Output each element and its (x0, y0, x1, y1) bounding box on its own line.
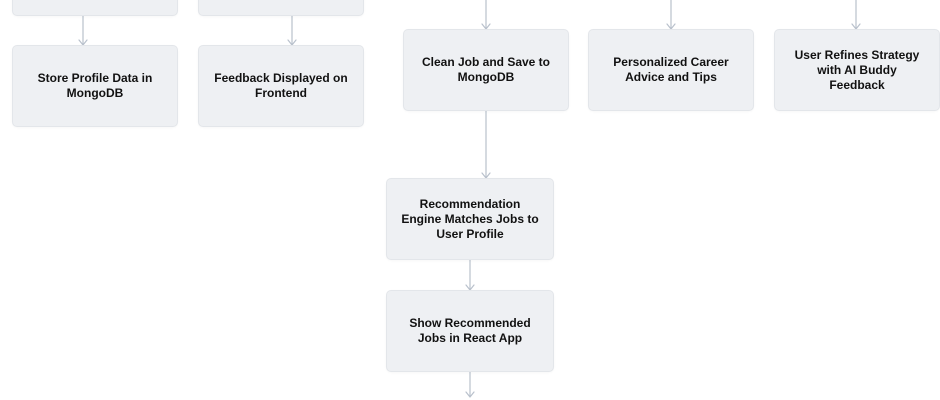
node-user-refines: User Refines Strategy with AI Buddy Feed… (775, 30, 939, 110)
edge-clean-job-to-recommendation-engine (481, 111, 491, 179)
node-label: Feedback Displayed on Frontend (214, 71, 348, 100)
node-label: User Refines Strategy with AI Buddy Feed… (794, 47, 920, 92)
node-show-recommended: Show Recommended Jobs in React App (387, 291, 553, 371)
node-label: Show Recommended Jobs in React App (409, 316, 531, 345)
node-label: Store Profile Data in MongoDB (37, 71, 153, 100)
edge-above-to-career-advice (666, 0, 676, 30)
edge-top-partial-2-to-feedback-displayed (287, 15, 297, 46)
edge-top-partial-1-to-store-profile (78, 15, 88, 46)
edge-above-to-user-refines (851, 0, 861, 30)
node-label: Recommendation Engine Matches Jobs to Us… (401, 196, 539, 241)
edge-above-to-clean-job (481, 0, 491, 30)
node-career-advice: Personalized Career Advice and Tips (589, 30, 753, 110)
node-clean-job: Clean Job and Save to MongoDB (404, 30, 568, 110)
node-label: Clean Job and Save to MongoDB (421, 55, 551, 84)
edge-show-recommended-to-below (465, 371, 475, 398)
node-recommendation-engine: Recommendation Engine Matches Jobs to Us… (387, 179, 553, 259)
node-label: Personalized Career Advice and Tips (613, 55, 729, 84)
node-feedback-displayed: Feedback Displayed on Frontend (199, 46, 363, 126)
node-store-profile: Store Profile Data in MongoDB (13, 46, 177, 126)
node-top-partial-2 (199, 0, 363, 15)
edge-recommendation-engine-to-show-recommended (465, 259, 475, 291)
node-top-partial-1 (13, 0, 177, 15)
